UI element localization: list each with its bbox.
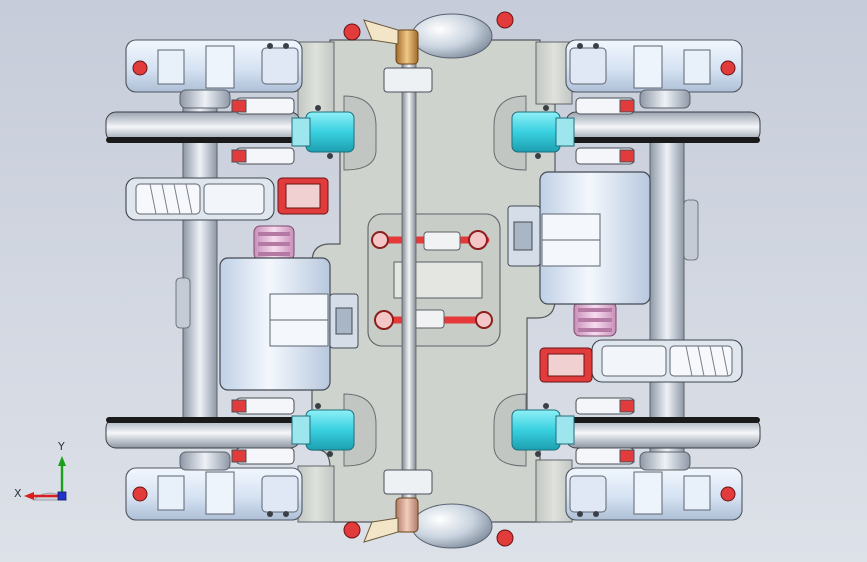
coupling-right: [573, 301, 617, 337]
wheel-top-left: [105, 111, 301, 143]
bolster-bottom: [343, 497, 514, 549]
center-linkage: [371, 230, 493, 330]
left-axle: [175, 99, 218, 431]
gearbox-left: [125, 177, 329, 221]
triad-y-label: Y: [58, 440, 65, 453]
traction-motor-left: [219, 257, 359, 391]
traction-motor-right: [507, 171, 651, 305]
brake-cylinder-top-right: [511, 111, 575, 153]
axle-box-top-right: [565, 39, 743, 109]
brake-cylinder-bottom-left: [291, 409, 355, 451]
brake-cylinder-top-left: [291, 111, 355, 153]
brake-levers: [231, 97, 635, 465]
axle-box-bottom-left: [125, 451, 303, 521]
bolster-top: [343, 11, 514, 65]
brake-cylinder-bottom-right: [511, 409, 575, 451]
axle-box-bottom-right: [565, 451, 743, 521]
wheel-top-right: [565, 111, 761, 143]
axle-box-top-left: [125, 39, 303, 109]
axis-triad: [24, 456, 68, 501]
triad-x-label: X: [14, 487, 22, 500]
bolts: [267, 43, 599, 517]
wheel-bottom-right: [565, 417, 761, 449]
right-axle: [649, 131, 699, 463]
gearbox-right: [539, 339, 743, 383]
triad-z-origin: [57, 491, 67, 501]
wheel-bottom-left: [105, 417, 301, 449]
coupling-left: [253, 225, 295, 261]
